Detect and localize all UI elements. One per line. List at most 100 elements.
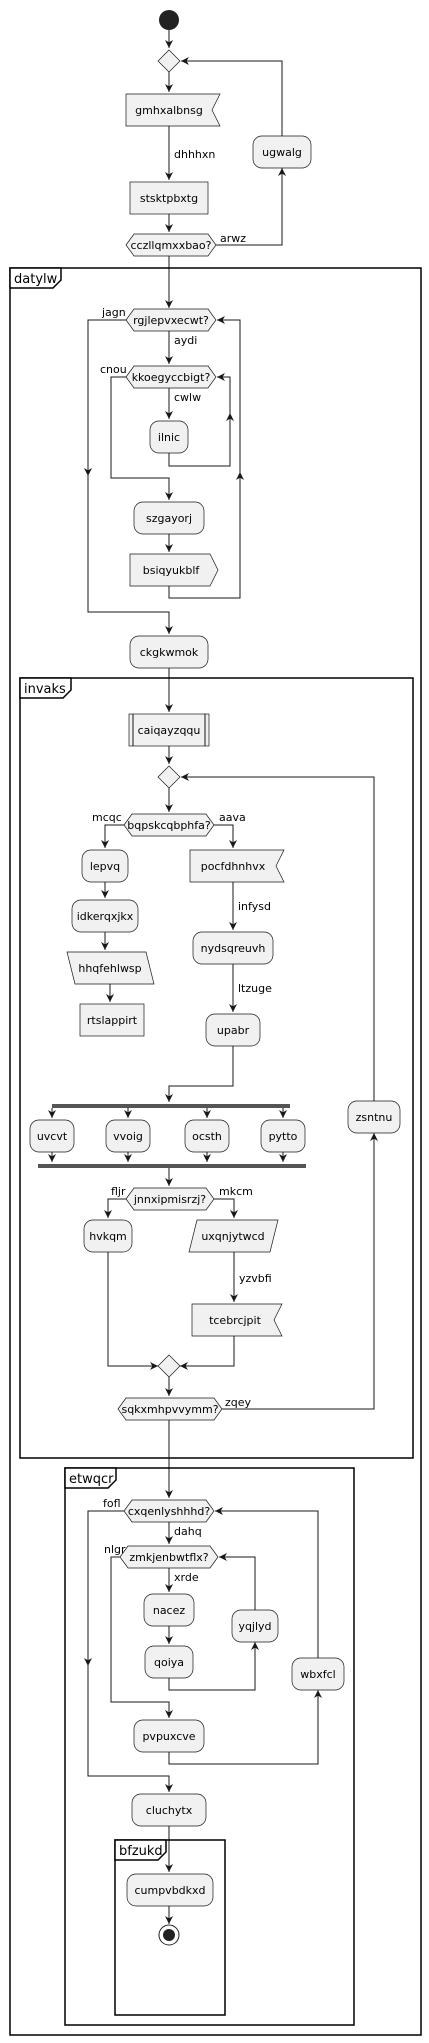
edge-label-fljr: fljr	[111, 1185, 126, 1198]
svg-text:hvkqm: hvkqm	[89, 1230, 127, 1243]
node-yqjlyd: yqjlyd	[231, 1609, 279, 1643]
fork-bar	[52, 1104, 290, 1108]
svg-text:datylw: datylw	[14, 272, 58, 287]
join-bar	[38, 1164, 306, 1168]
svg-text:zsntnu: zsntnu	[356, 1111, 393, 1124]
svg-text:tcebrcjpit: tcebrcjpit	[209, 1314, 262, 1327]
node-rtslappirt: rtslappirt	[79, 1003, 145, 1037]
node-pocfdhnhvx: pocfdhnhvx	[189, 849, 285, 883]
edge-label-infysd: infysd	[238, 900, 271, 913]
decision-cczllqmxxbao: cczllqmxxbao?	[125, 233, 217, 257]
svg-text:caiqayzqqu: caiqayzqqu	[138, 724, 201, 737]
svg-text:cxqenlyshhhd?: cxqenlyshhhd?	[128, 1505, 210, 1518]
decision-sqkxmhpvvymm: sqkxmhpvvymm?	[117, 1397, 223, 1421]
edge-label-yzvbfi: yzvbfi	[239, 1272, 272, 1285]
node-zsntnu: zsntnu	[347, 1100, 401, 1134]
svg-text:rtslappirt: rtslappirt	[87, 1014, 138, 1027]
end-node	[158, 1924, 180, 1946]
node-caiqayzqqu: caiqayzqqu	[128, 713, 210, 747]
node-szgayorj: szgayorj	[133, 501, 205, 535]
edge-label-fofl: fofl	[103, 1497, 121, 1510]
svg-text:rgjlepvxecwt?: rgjlepvxecwt?	[133, 314, 209, 327]
merge-diamond-2	[157, 765, 181, 789]
svg-text:kkoegyccbigt?: kkoegyccbigt?	[132, 371, 211, 384]
svg-text:cumpvbdkxd: cumpvbdkxd	[134, 1884, 205, 1897]
node-pvpuxcve: pvpuxcve	[133, 1719, 205, 1753]
node-cluchytx: cluchytx	[131, 1793, 207, 1827]
svg-text:stsktpbxtg: stsktpbxtg	[140, 192, 198, 205]
edge-label-zqey: zqey	[225, 1396, 252, 1409]
decision-jnnxipmisrzj: jnnxipmisrzj?	[125, 1187, 215, 1211]
node-wbxfcl: wbxfcl	[291, 1657, 345, 1691]
edge-label-cwlw: cwlw	[174, 391, 201, 404]
svg-text:nacez: nacez	[153, 1604, 186, 1617]
svg-text:vvoig: vvoig	[113, 1130, 143, 1143]
node-ugwalg: ugwalg	[252, 135, 312, 169]
svg-text:jnnxipmisrzj?: jnnxipmisrzj?	[133, 1193, 206, 1206]
node-hhqfehlwsp: hhqfehlwsp	[66, 951, 155, 985]
svg-text:sqkxmhpvvymm?: sqkxmhpvvymm?	[121, 1403, 218, 1416]
node-nydsqreuvh: nydsqreuvh	[192, 931, 274, 965]
svg-text:invaks: invaks	[24, 682, 66, 697]
edge-label-ltzuge: ltzuge	[238, 982, 272, 995]
decision-rgjlepvxecwt: rgjlepvxecwt?	[125, 308, 217, 332]
svg-text:hhqfehlwsp: hhqfehlwsp	[78, 962, 141, 975]
edge-label-xrde: xrde	[174, 1571, 199, 1584]
edge-label-dhhhxn: dhhhxn	[174, 148, 215, 161]
edge-label-cnou: cnou	[100, 363, 127, 376]
frame-invaks: invaks	[19, 677, 414, 1459]
node-uvcvt: uvcvt	[29, 1119, 75, 1153]
svg-text:bqpskcqbphfa?: bqpskcqbphfa?	[127, 819, 211, 832]
svg-text:bsiqyukblf: bsiqyukblf	[143, 564, 201, 577]
node-tcebrcjpit: tcebrcjpit	[191, 1303, 283, 1337]
edge-label-arwz: arwz	[220, 232, 246, 245]
node-ilnic: ilnic	[149, 420, 189, 454]
node-upabr: upabr	[205, 1013, 261, 1047]
svg-text:szgayorj: szgayorj	[146, 512, 192, 525]
edge-label-jagn: jagn	[101, 306, 126, 319]
frame-bfzukd: bfzukd	[114, 1839, 226, 2016]
node-ocsth: ocsth	[184, 1119, 230, 1153]
edge-label-nlgr: nlgr	[104, 1543, 126, 1556]
edge-label-mcqc: mcqc	[92, 811, 122, 824]
edge-label-aava: aava	[219, 811, 246, 824]
node-stsktpbxtg: stsktpbxtg	[129, 181, 209, 215]
svg-text:ilnic: ilnic	[158, 431, 180, 444]
start-node	[159, 10, 179, 30]
decision-zmkjenbwtflx: zmkjenbwtflx?	[119, 1545, 219, 1569]
svg-text:zmkjenbwtflx?: zmkjenbwtflx?	[129, 1551, 208, 1564]
node-idkerqxjkx: idkerqxjkx	[71, 899, 139, 933]
edge-label-dahq: dahq	[174, 1525, 202, 1538]
svg-text:cluchytx: cluchytx	[146, 1804, 193, 1817]
edge-label-mkcm: mkcm	[219, 1185, 253, 1198]
node-ckgkwmok: ckgkwmok	[129, 635, 209, 669]
svg-text:gmhxalbnsg: gmhxalbnsg	[135, 104, 203, 117]
svg-text:uxqnjytwcd: uxqnjytwcd	[201, 1230, 264, 1243]
node-pytto: pytto	[260, 1119, 306, 1153]
frame-etwqcr: etwqcr	[64, 1467, 355, 2026]
svg-text:lepvq: lepvq	[90, 860, 120, 873]
decision-bqpskcqbphfa: bqpskcqbphfa?	[123, 813, 215, 837]
svg-text:ugwalg: ugwalg	[262, 146, 302, 159]
frame-datylw: datylw	[9, 267, 422, 2036]
edge-label-aydi: aydi	[174, 334, 197, 347]
node-qoiya: qoiya	[144, 1645, 194, 1679]
node-hvkqm: hvkqm	[83, 1219, 133, 1253]
svg-text:uvcvt: uvcvt	[37, 1130, 68, 1143]
svg-text:bfzukd: bfzukd	[119, 1844, 163, 1859]
node-lepvq: lepvq	[81, 849, 129, 883]
decision-kkoegyccbigt: kkoegyccbigt?	[125, 365, 217, 389]
svg-text:nydsqreuvh: nydsqreuvh	[201, 942, 266, 955]
svg-text:pytto: pytto	[269, 1130, 298, 1143]
node-uxqnjytwcd: uxqnjytwcd	[188, 1219, 279, 1253]
svg-text:pvpuxcve: pvpuxcve	[142, 1730, 195, 1743]
svg-text:qoiya: qoiya	[154, 1656, 184, 1669]
svg-text:ckgkwmok: ckgkwmok	[140, 646, 199, 659]
node-bsiqyukblf: bsiqyukblf	[129, 553, 219, 587]
svg-text:ocsth: ocsth	[192, 1130, 222, 1143]
svg-text:cczllqmxxbao?: cczllqmxxbao?	[131, 239, 212, 252]
svg-text:etwqcr: etwqcr	[69, 1472, 114, 1487]
svg-text:upabr: upabr	[217, 1024, 250, 1037]
node-nacez: nacez	[143, 1593, 195, 1627]
